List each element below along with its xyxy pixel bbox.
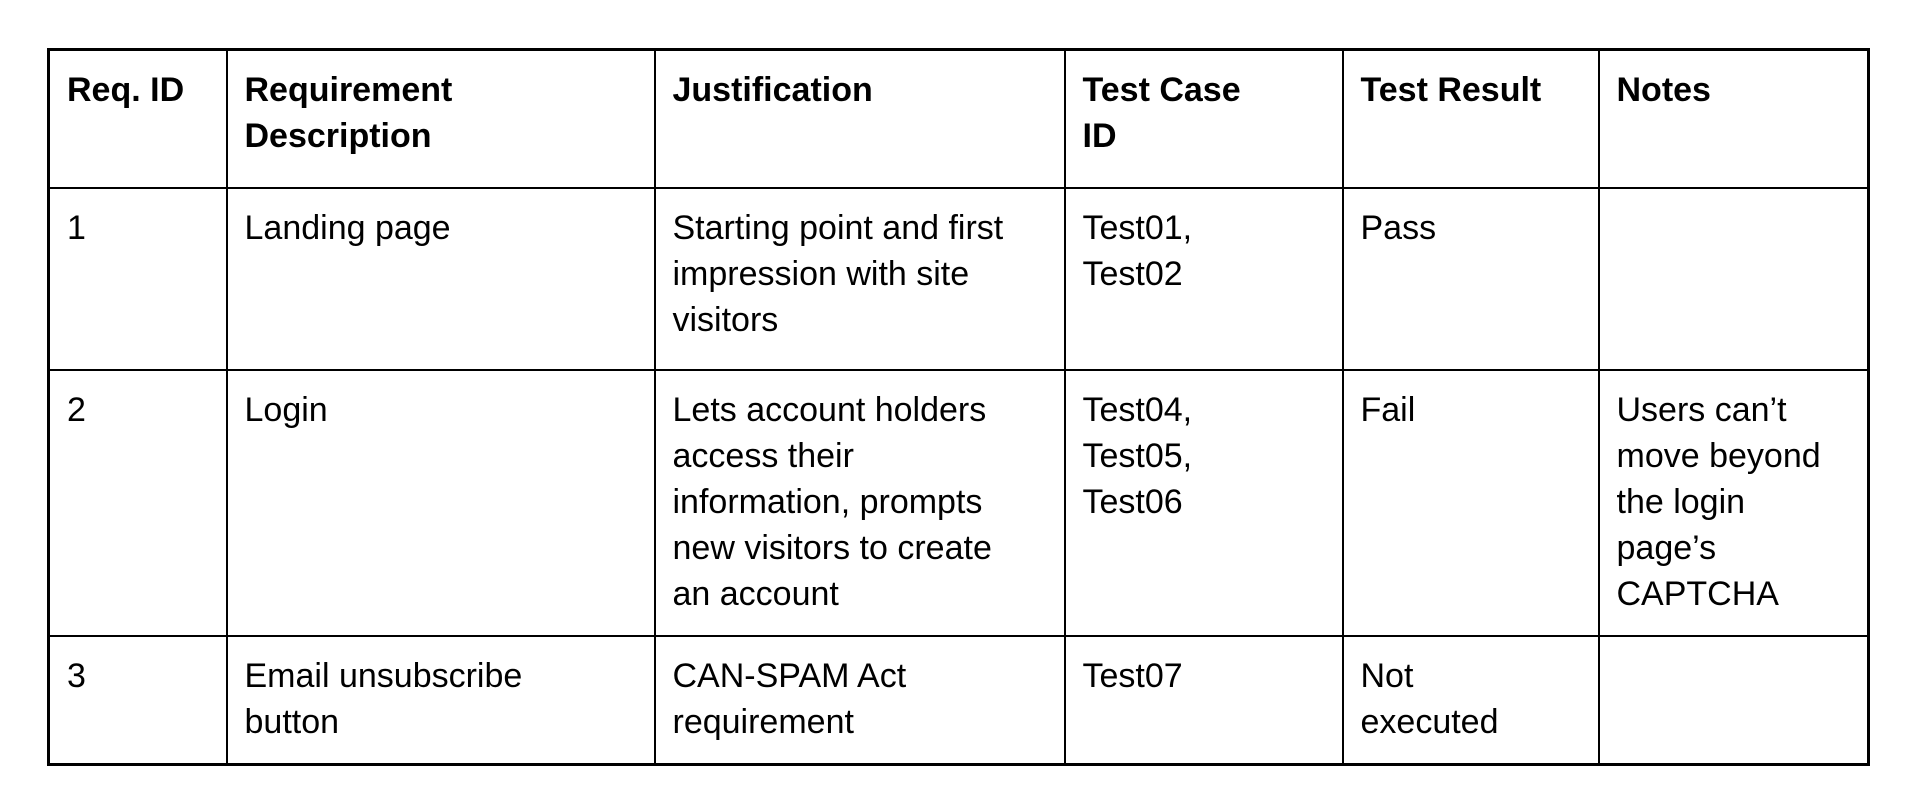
cell-notes: Users can’t move beyond the login page’s…	[1597, 368, 1870, 637]
column-header-notes: Notes	[1597, 48, 1870, 189]
requirements-traceability-table: Req. ID Requirement Description Justific…	[47, 48, 1870, 766]
column-header-req-id: Req. ID	[47, 48, 228, 189]
cell-justification: Lets account holders access their inform…	[653, 368, 1066, 637]
cell-justification: CAN-SPAM Act requirement	[653, 634, 1066, 765]
cell-test-case-id: Test01, Test02	[1063, 186, 1344, 371]
cell-test-result: Fail	[1341, 368, 1600, 637]
cell-notes	[1597, 186, 1870, 371]
table-header-row: Req. ID Requirement Description Justific…	[47, 48, 1870, 189]
column-header-test-case-id: Test Case ID	[1063, 48, 1344, 189]
cell-test-result: Pass	[1341, 186, 1600, 371]
table-row-3: 3 Email unsubscribe button CAN-SPAM Act …	[47, 634, 1870, 765]
cell-test-case-id: Test07	[1063, 634, 1344, 765]
cell-requirement-description: Landing page	[225, 186, 656, 371]
cell-requirement-description: Login	[225, 368, 656, 637]
table-row-2: 2 Login Lets account holders access thei…	[47, 368, 1870, 637]
column-header-test-result: Test Result	[1341, 48, 1600, 189]
cell-justification: Starting point and first impression with…	[653, 186, 1066, 371]
cell-test-case-id: Test04, Test05, Test06	[1063, 368, 1344, 637]
cell-req-id: 3	[47, 634, 228, 765]
cell-req-id: 1	[47, 186, 228, 371]
cell-req-id: 2	[47, 368, 228, 637]
cell-test-result: Not executed	[1341, 634, 1600, 765]
cell-notes	[1597, 634, 1870, 765]
table-row-1: 1 Landing page Starting point and first …	[47, 186, 1870, 371]
column-header-requirement-description: Requirement Description	[225, 48, 656, 189]
column-header-justification: Justification	[653, 48, 1066, 189]
cell-requirement-description: Email unsubscribe button	[225, 634, 656, 765]
